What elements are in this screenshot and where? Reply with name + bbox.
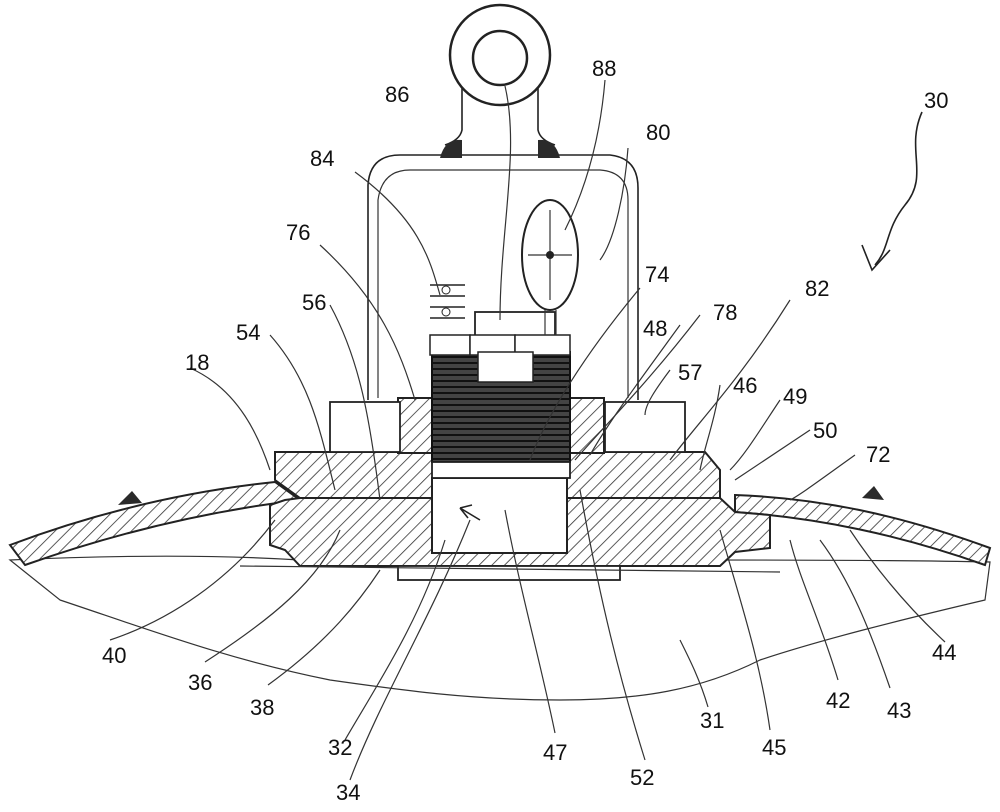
- weld-left: [118, 491, 142, 505]
- nut-right: [604, 401, 686, 453]
- label-88: 88: [592, 56, 616, 81]
- label-54: 54: [236, 320, 260, 345]
- label-47: 47: [543, 740, 567, 765]
- label-76: 76: [286, 220, 310, 245]
- arrow-30: [874, 111, 923, 266]
- label-82: 82: [805, 276, 829, 301]
- label-30: 30: [924, 88, 948, 113]
- label-74: 74: [645, 262, 669, 287]
- ring-seal: [431, 461, 571, 479]
- label-80: 80: [646, 120, 670, 145]
- label-34: 34: [336, 780, 360, 805]
- label-38: 38: [250, 695, 274, 720]
- right-curved-plate: [734, 493, 992, 567]
- bolt-right: [567, 397, 605, 454]
- weld-right: [862, 486, 884, 500]
- nut-left: [329, 401, 401, 453]
- label-49: 49: [783, 384, 807, 409]
- left-curved-plate: [8, 480, 303, 567]
- label-43: 43: [887, 698, 911, 723]
- label-46: 46: [733, 373, 757, 398]
- label-32: 32: [328, 735, 352, 760]
- label-40: 40: [102, 643, 126, 668]
- label-50: 50: [813, 418, 837, 443]
- label-18: 18: [185, 350, 209, 375]
- label-86: 86: [385, 82, 409, 107]
- label-45: 45: [762, 735, 786, 760]
- label-42: 42: [826, 688, 850, 713]
- housing: [367, 154, 639, 400]
- label-84: 84: [310, 146, 334, 171]
- label-56: 56: [302, 290, 326, 315]
- label-44: 44: [932, 640, 956, 665]
- label-72: 72: [866, 442, 890, 467]
- label-57: 57: [678, 360, 702, 385]
- label-31: 31: [700, 708, 724, 733]
- label-36: 36: [188, 670, 212, 695]
- label-52: 52: [630, 765, 654, 790]
- label-78: 78: [713, 300, 737, 325]
- label-48: 48: [643, 316, 667, 341]
- leader-lines: [109, 79, 946, 781]
- bolt-left: [397, 397, 435, 454]
- spring: [430, 284, 465, 319]
- lifting-eye: [440, 3, 560, 158]
- central-bore: [431, 477, 568, 554]
